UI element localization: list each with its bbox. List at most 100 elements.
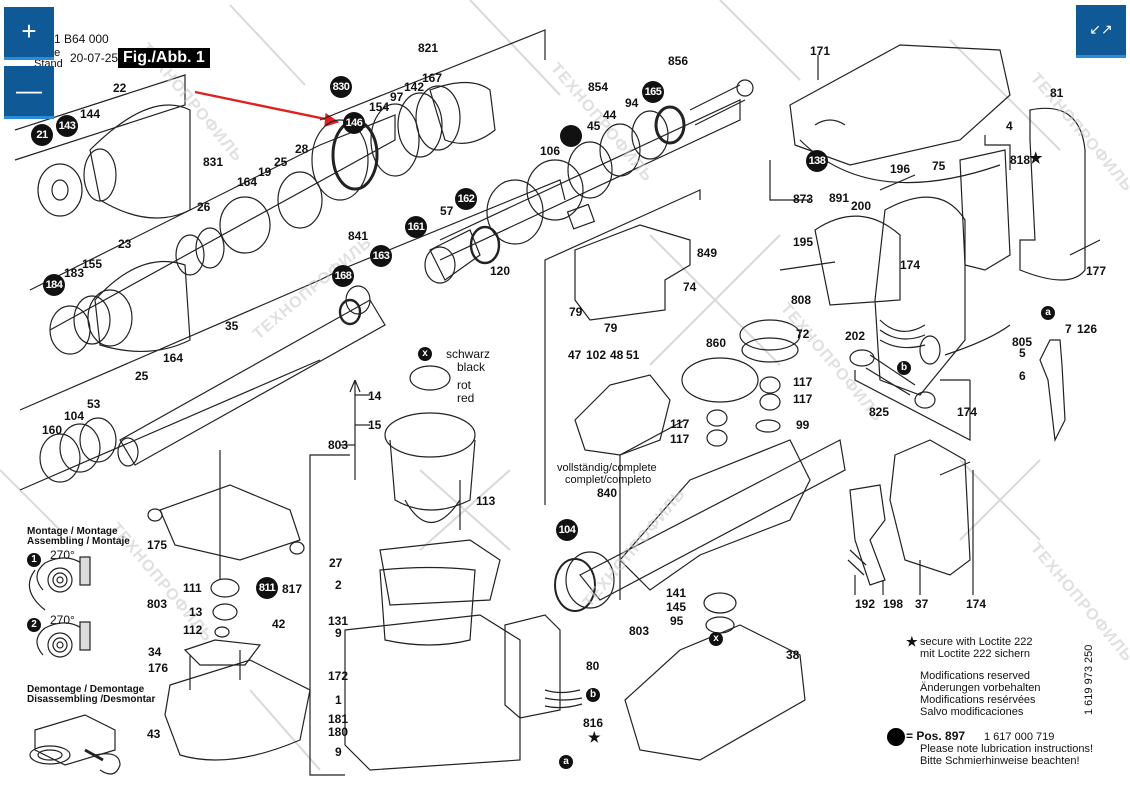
part-label[interactable]: 51 [626,348,640,362]
lube-badge[interactable]: 138 [806,150,828,172]
part-label[interactable]: 99 [796,418,810,432]
part-label[interactable]: 57 [440,204,454,218]
part-label[interactable]: 19 [258,165,272,179]
lube-badge[interactable]: 163 [370,245,392,267]
part-label[interactable]: 79 [569,305,583,319]
part-label[interactable]: 181 [328,712,349,726]
part-label[interactable]: 818 [1010,153,1031,167]
zoom-in-button[interactable]: + [4,7,54,60]
part-label[interactable]: 196 [890,162,911,176]
part-label[interactable]: 104 [64,409,85,423]
part-label[interactable]: 142 [404,80,425,94]
part-label[interactable]: 7 [1065,322,1072,336]
part-label[interactable]: 873 [793,192,814,206]
part-label[interactable]: 25 [135,369,149,383]
part-label[interactable]: 141 [666,586,687,600]
part-label[interactable]: 13 [189,605,203,619]
part-label[interactable]: 174 [900,258,921,272]
part-label[interactable]: 816 [583,716,604,730]
part-label[interactable]: 192 [855,597,876,611]
part-label[interactable]: 131 [328,614,349,628]
part-label[interactable]: 117 [670,432,690,446]
part-label[interactable]: 38 [786,648,800,662]
exit-fullscreen-button[interactable]: ↙↗ [1076,5,1126,58]
lube-badge[interactable]: 143 [56,115,78,137]
part-label[interactable]: 817 [282,582,303,596]
part-label[interactable]: 198 [883,597,904,611]
part-label[interactable]: 23 [118,237,132,251]
part-label[interactable]: 854 [588,80,609,94]
lube-badge-blank[interactable] [560,125,582,147]
part-label[interactable]: 160 [42,423,63,437]
part-label[interactable]: 202 [845,329,866,343]
part-label[interactable]: 117 [793,375,813,389]
part-label[interactable]: 175 [147,538,168,552]
part-label[interactable]: 171 [810,44,831,58]
part-label[interactable]: 825 [869,405,890,419]
lube-badge[interactable]: 104 [556,519,578,541]
part-label[interactable]: 95 [670,614,684,628]
part-label[interactable]: 4 [1006,119,1013,133]
part-label[interactable]: 172 [328,669,349,683]
part-label[interactable]: 164 [163,351,184,365]
part-label[interactable]: 180 [328,725,349,739]
part-label[interactable]: 126 [1077,322,1098,336]
lube-badge[interactable]: 162 [455,188,477,210]
part-label[interactable]: 145 [666,600,687,614]
part-label[interactable]: 34 [148,645,162,659]
part-label[interactable]: 37 [915,597,929,611]
part-label[interactable]: 849 [697,246,718,260]
part-label[interactable]: 47 [568,348,582,362]
part-label[interactable]: 821 [418,41,439,55]
part-label[interactable]: 5 [1019,346,1026,360]
part-label[interactable]: 81 [1050,86,1064,100]
part-label[interactable]: 75 [932,159,946,173]
part-label[interactable]: 803 [147,597,168,611]
part-label[interactable]: 831 [203,155,224,169]
part-label[interactable]: 805 [1012,335,1033,349]
part-label[interactable]: 117 [670,417,690,431]
lube-badge[interactable]: 161 [405,216,427,238]
part-label[interactable]: 164 [237,175,258,189]
part-label[interactable]: 14 [368,389,382,403]
part-label[interactable]: 174 [966,597,987,611]
part-label[interactable]: 111 [183,581,202,595]
part-label[interactable]: 183 [64,266,85,280]
part-label[interactable]: 154 [369,100,390,114]
part-label[interactable]: 26 [197,200,211,214]
part-label[interactable]: 195 [793,235,814,249]
zoom-out-button[interactable]: — [4,66,54,119]
part-label[interactable]: 1 [335,693,342,707]
part-label[interactable]: 74 [683,280,697,294]
part-label[interactable]: 80 [586,659,600,673]
lube-badge[interactable]: 168 [332,265,354,287]
part-label[interactable]: 15 [368,418,382,432]
part-label[interactable]: 72 [796,327,810,341]
part-label[interactable]: 113 [476,494,496,508]
part-label[interactable]: 35 [225,319,239,333]
part-label[interactable]: 155 [82,257,103,271]
lube-badge[interactable]: 165 [642,81,664,103]
part-label[interactable]: 200 [851,199,872,213]
part-label[interactable]: 167 [422,71,443,85]
part-label[interactable]: 53 [87,397,101,411]
part-label[interactable]: 117 [793,392,813,406]
part-label[interactable]: 860 [706,336,727,350]
part-label[interactable]: 42 [272,617,286,631]
part-label[interactable]: 9 [335,745,342,759]
part-label[interactable]: 174 [957,405,978,419]
part-label[interactable]: 891 [829,191,850,205]
lube-badge[interactable]: 830 [330,76,352,98]
part-label[interactable]: 112 [183,623,203,637]
part-label[interactable]: 9 [335,626,342,640]
part-label[interactable]: 28 [295,142,309,156]
lube-badge[interactable]: 146 [343,112,365,134]
part-label[interactable]: 25 [274,155,288,169]
part-label[interactable]: 27 [329,556,343,570]
part-label[interactable]: 94 [625,96,639,110]
part-label[interactable]: 48 [610,348,624,362]
part-label[interactable]: 808 [791,293,812,307]
part-label[interactable]: 102 [586,348,607,362]
part-label[interactable]: 6 [1019,369,1026,383]
part-label[interactable]: 79 [604,321,618,335]
